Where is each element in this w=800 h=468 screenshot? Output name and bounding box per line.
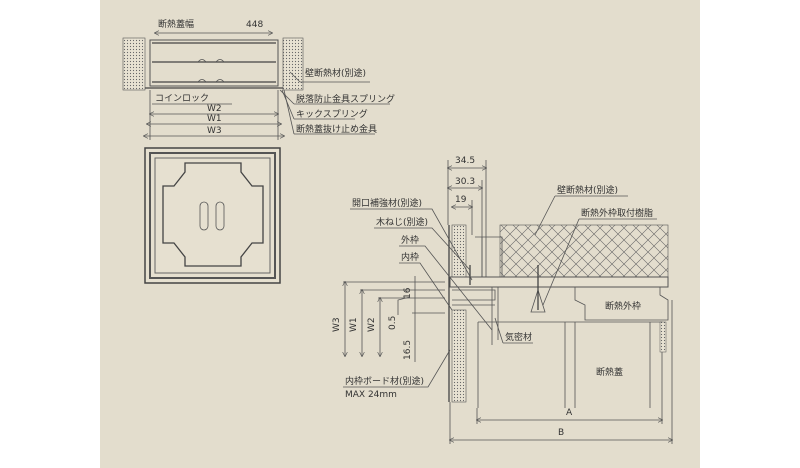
section-w3-label: W3 xyxy=(332,317,342,332)
wall-insulation-label: 壁断熱材(別途) xyxy=(305,67,366,79)
max-thickness-label: MAX 24mm xyxy=(345,390,397,400)
w3-label: W3 xyxy=(207,126,222,136)
inner-frame-label: 内枠 xyxy=(401,251,419,263)
fall-prevention-spring-label: 脱落防止金具スプリング xyxy=(296,93,395,105)
outer-frame-label: 外枠 xyxy=(401,234,419,246)
lid-section xyxy=(145,39,283,89)
wall-right xyxy=(282,37,304,91)
top-view: 断熱蓋幅 448 壁断熱材(別途) コインロック 脱落防止金具スプリング キック… xyxy=(122,18,395,140)
wall-left xyxy=(122,37,146,91)
dim-34-5: 34.5 xyxy=(455,156,475,166)
dim-a: A xyxy=(566,408,573,418)
dim-19: 19 xyxy=(455,195,467,205)
kick-spring-label: キックスプリング xyxy=(296,108,368,120)
w1-label: W1 xyxy=(207,114,222,124)
section-view: 34.5 30.3 19 開口補強材(別途) 木ねじ(別途) 外枠 内枠 気密材… xyxy=(332,156,672,444)
dim-0-5: 0.5 xyxy=(388,316,398,330)
airtight-material-label: 気密材 xyxy=(505,331,532,343)
section-wall-insulation-label: 壁断熱材(別途) xyxy=(557,184,618,196)
lid-width-value: 448 xyxy=(246,20,263,30)
section-w1-label: W1 xyxy=(349,317,359,332)
lid-retainer-label: 断熱蓋抜け止め金具 xyxy=(296,123,377,135)
opening-reinforcement-label: 開口補強材(別途) xyxy=(352,197,422,209)
handle-slot-right xyxy=(215,201,225,231)
wall-insulation xyxy=(499,224,669,278)
handle-slot-left xyxy=(199,201,209,231)
coin-lock-label: コインロック xyxy=(155,93,209,104)
lid-width-label: 断熱蓋幅 xyxy=(158,18,194,30)
dim-16: 16 xyxy=(403,287,413,299)
inner-board-label: 内枠ボード材(別途) xyxy=(345,375,424,387)
w2-label: W2 xyxy=(207,104,222,114)
mount-resin-label: 断熱外枠取付樹脂 xyxy=(581,207,653,219)
insulation-lid-label: 断熱蓋 xyxy=(596,366,623,378)
section-w2-label: W2 xyxy=(367,317,377,332)
dim-b: B xyxy=(558,428,564,438)
insulation-outer-frame-label: 断熱外枠 xyxy=(605,300,641,312)
lid-plan-view xyxy=(144,147,281,284)
wood-screw-label: 木ねじ(別途) xyxy=(376,216,428,228)
dim-30-3: 30.3 xyxy=(455,177,475,187)
dim-16-5: 16.5 xyxy=(403,340,413,360)
